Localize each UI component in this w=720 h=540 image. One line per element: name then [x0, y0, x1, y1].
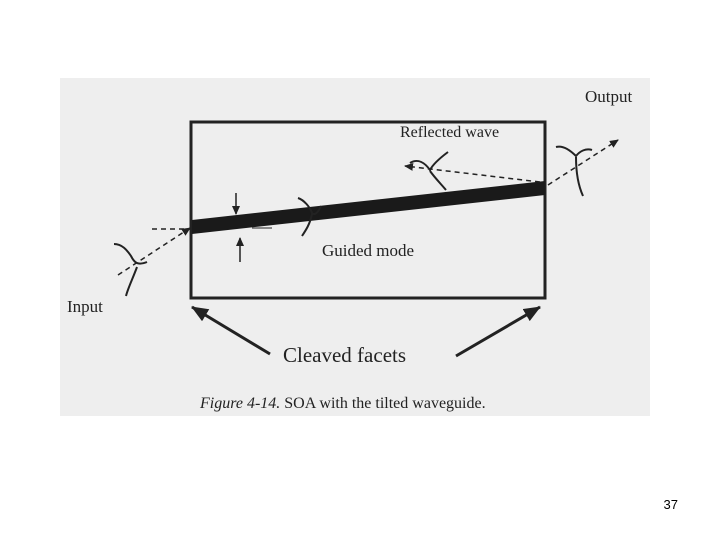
cleaved-facet-arrow-right — [455, 305, 541, 358]
wave-pulse-icon — [297, 197, 322, 237]
guided-mode-label: Guided mode — [322, 241, 415, 260]
page-number: 37 — [663, 497, 678, 512]
reflected-wave-label: Reflected wave — [400, 124, 500, 141]
tilted-waveguide — [192, 181, 545, 234]
output-beam — [547, 139, 619, 186]
wave-pulse-icon — [113, 243, 148, 297]
figure-caption: Figure 4-14. SOA with the tilted wavegui… — [200, 395, 486, 413]
output-label: Output — [585, 87, 633, 106]
wave-pulse-icon — [555, 145, 593, 197]
wave-pulse-icon — [409, 151, 449, 191]
cleaved-facet-arrow-left — [191, 305, 271, 356]
figure-caption-id: Figure 4-14. — [200, 395, 281, 412]
input-label: Input — [67, 297, 103, 316]
reflected-beam — [404, 162, 541, 183]
cleaved-facets-label: Cleaved facets — [283, 343, 407, 367]
figure-caption-text: SOA with the tilted waveguide. — [284, 395, 486, 412]
